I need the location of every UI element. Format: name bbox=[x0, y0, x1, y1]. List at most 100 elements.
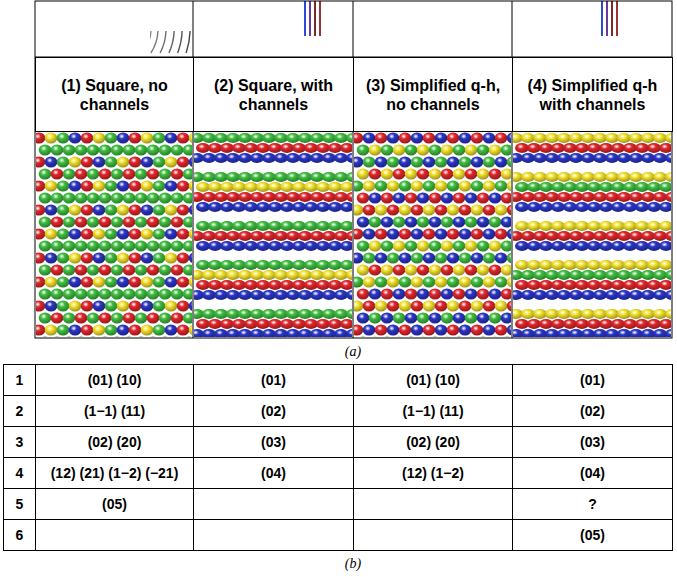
lattice-ball bbox=[489, 264, 502, 275]
lattice-ball bbox=[202, 270, 216, 280]
lattice-ball bbox=[57, 276, 70, 287]
lattice-ball bbox=[268, 143, 282, 153]
lattice-ball bbox=[459, 276, 472, 287]
lattice-ball bbox=[647, 221, 661, 231]
lattice-ball bbox=[441, 144, 454, 155]
lattice-ball bbox=[117, 324, 130, 335]
lattice-ball bbox=[232, 202, 246, 212]
lattice-ball bbox=[357, 144, 370, 155]
lattice-ball bbox=[39, 192, 52, 203]
lattice-ball bbox=[99, 288, 112, 299]
lattice-ball bbox=[381, 336, 394, 337]
lattice-ball bbox=[51, 240, 64, 251]
lattice-ball bbox=[354, 180, 363, 191]
lattice-ball bbox=[593, 329, 607, 337]
lattice-ball bbox=[653, 270, 667, 280]
lattice-ball bbox=[575, 280, 589, 290]
lattice-ball bbox=[135, 264, 148, 275]
lattice-ball bbox=[399, 132, 412, 143]
lattice-ball bbox=[141, 204, 154, 215]
lattice-ball bbox=[405, 264, 418, 275]
lattice-ball bbox=[322, 290, 336, 300]
lattice-ball bbox=[111, 144, 124, 155]
lattice-ball bbox=[411, 204, 424, 215]
lattice-ball bbox=[334, 153, 348, 163]
lattice-ball bbox=[159, 288, 172, 299]
panel-caption: (b) bbox=[253, 556, 453, 572]
lattice-ball bbox=[393, 312, 406, 323]
lattice-ball bbox=[593, 290, 607, 300]
lattice-ball bbox=[647, 280, 661, 290]
lattice-ball bbox=[477, 192, 490, 203]
lattice-ball bbox=[569, 172, 583, 182]
lattice-ball bbox=[435, 276, 448, 287]
lattice-ball bbox=[393, 288, 406, 299]
figure-label: (b) bbox=[345, 556, 361, 571]
lattice-ball bbox=[340, 221, 352, 231]
lattice-ball bbox=[123, 336, 136, 337]
lattice-ball bbox=[340, 260, 352, 270]
lattice-ball bbox=[220, 280, 234, 290]
lattice-ball bbox=[471, 300, 484, 311]
lattice-ball bbox=[129, 204, 142, 215]
lattice-ball bbox=[569, 192, 583, 202]
lattice-ball bbox=[357, 264, 370, 275]
row-number: 2 bbox=[13, 403, 27, 419]
lattice-ball bbox=[569, 153, 583, 163]
lattice-ball bbox=[381, 288, 394, 299]
lattice-ball bbox=[539, 260, 553, 270]
lattice-ball bbox=[587, 280, 601, 290]
lattice-ball bbox=[605, 270, 619, 280]
lattice-ball bbox=[489, 168, 502, 179]
lattice-ball bbox=[208, 202, 222, 212]
lattice-ball bbox=[605, 192, 619, 202]
lattice-ball bbox=[507, 276, 511, 287]
lattice-ball bbox=[399, 180, 412, 191]
lattice-ball bbox=[354, 156, 363, 167]
lattice-ball bbox=[629, 309, 643, 319]
lattice-ball bbox=[232, 260, 246, 270]
lattice-ball bbox=[292, 280, 306, 290]
lattice-ball bbox=[363, 252, 376, 263]
lattice-ball bbox=[659, 241, 671, 251]
table-cell: (02) bbox=[512, 395, 673, 427]
lattice-ball bbox=[447, 324, 460, 335]
lattice-ball bbox=[363, 324, 376, 335]
lattice-ball bbox=[220, 221, 234, 231]
lattice-ball bbox=[441, 240, 454, 251]
lattice-ball bbox=[111, 192, 124, 203]
lattice-ball bbox=[334, 309, 348, 319]
lattice-ball bbox=[99, 312, 112, 323]
lattice-ball bbox=[453, 216, 466, 227]
lattice-ball bbox=[477, 216, 490, 227]
lattice-ball bbox=[653, 192, 667, 202]
lattice-ball bbox=[599, 241, 613, 251]
lattice-ball bbox=[363, 204, 376, 215]
lattice-ball bbox=[459, 324, 472, 335]
lattice-ball bbox=[405, 336, 418, 337]
lattice-ball bbox=[244, 280, 258, 290]
lattice-ball bbox=[292, 143, 306, 153]
lattice-ball bbox=[316, 143, 330, 153]
lattice-ball bbox=[459, 300, 472, 311]
lattice-ball bbox=[220, 319, 234, 329]
lattice-ball bbox=[334, 172, 348, 182]
lattice-ball bbox=[635, 280, 649, 290]
lattice-ball bbox=[36, 300, 45, 311]
lattice-image bbox=[36, 132, 192, 337]
lattice-ball bbox=[587, 241, 601, 251]
lattice-ball bbox=[551, 143, 565, 153]
lattice-ball bbox=[411, 228, 424, 239]
lattice-ball bbox=[183, 288, 192, 299]
lattice-ball bbox=[617, 309, 631, 319]
lattice-ball bbox=[81, 228, 94, 239]
lattice-ball bbox=[459, 228, 472, 239]
lattice-ball bbox=[369, 264, 382, 275]
lattice-ball bbox=[423, 132, 436, 143]
lattice-ball bbox=[153, 324, 166, 335]
lattice-ball bbox=[129, 300, 142, 311]
lattice-ball bbox=[629, 290, 643, 300]
reflection-index: (03) bbox=[258, 434, 289, 450]
lattice-ball bbox=[141, 324, 154, 335]
lattice-ball bbox=[310, 290, 324, 300]
